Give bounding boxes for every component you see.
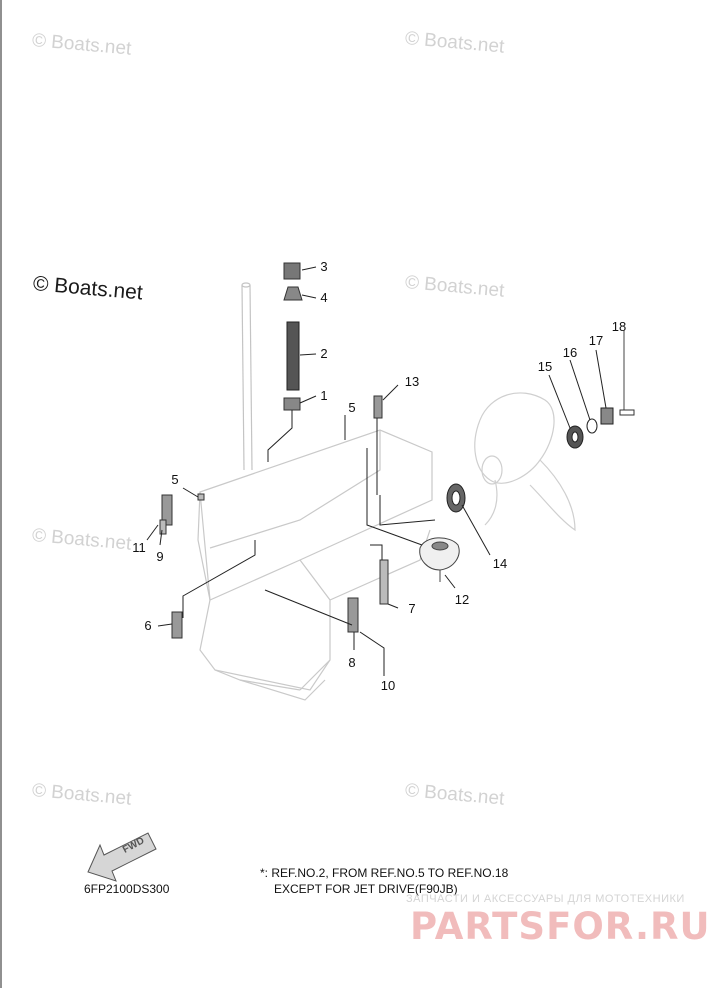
callout-11: 11 (132, 540, 146, 555)
gasket-11 (159, 519, 167, 535)
drive-shaft (241, 282, 253, 471)
callout-10: 10 (380, 678, 396, 693)
callout-7: 7 (408, 601, 416, 616)
callout-5-left: 5 (171, 472, 179, 487)
anode (419, 537, 460, 582)
water-pipe-2 (286, 321, 300, 391)
bush-4 (283, 286, 303, 301)
callout-12: 12 (454, 592, 470, 607)
lower-unit-housing (197, 429, 433, 701)
bush-3 (283, 262, 301, 280)
propeller (474, 392, 576, 532)
callout-9: 9 (156, 549, 164, 564)
callout-15: 15 (537, 359, 553, 374)
footnote-line-1: *: REF.NO.2, FROM REF.NO.5 TO REF.NO.18 (260, 866, 509, 880)
leader-lines (146, 266, 607, 676)
nut-17 (600, 407, 614, 425)
grommet-1 (283, 397, 301, 411)
callout-1: 1 (320, 388, 328, 403)
callout-2: 2 (320, 346, 328, 361)
forward-arrow-icon (87, 832, 157, 882)
plug-8 (347, 597, 359, 633)
callout-6: 6 (144, 618, 152, 633)
gasket-5 (197, 493, 205, 501)
diagram-code: 6FP2100DS300 (84, 882, 170, 896)
callout-3: 3 (320, 259, 328, 274)
washer-16 (586, 418, 598, 434)
callout-18: 18 (611, 319, 627, 334)
bolt-13 (373, 395, 383, 419)
callout-8: 8 (348, 655, 356, 670)
callout-17: 17 (588, 333, 604, 348)
footnote-line-2: EXCEPT FOR JET DRIVE(F90JB) (274, 882, 458, 896)
brand-tagline: ЗАПЧАСТИ И АКСЕССУАРЫ ДЛЯ МОТОТЕХНИКИ (406, 893, 685, 905)
callout-4: 4 (320, 290, 328, 305)
bolt-7 (379, 559, 389, 605)
callout-14: 14 (492, 556, 508, 571)
callout-5-top: 5 (348, 400, 356, 415)
plug-9 (161, 494, 173, 526)
callout-13: 13 (404, 374, 420, 389)
callout-16: 16 (562, 345, 578, 360)
brand-logo: PARTSFOR.RU (410, 905, 711, 948)
bolt-6 (171, 611, 183, 639)
